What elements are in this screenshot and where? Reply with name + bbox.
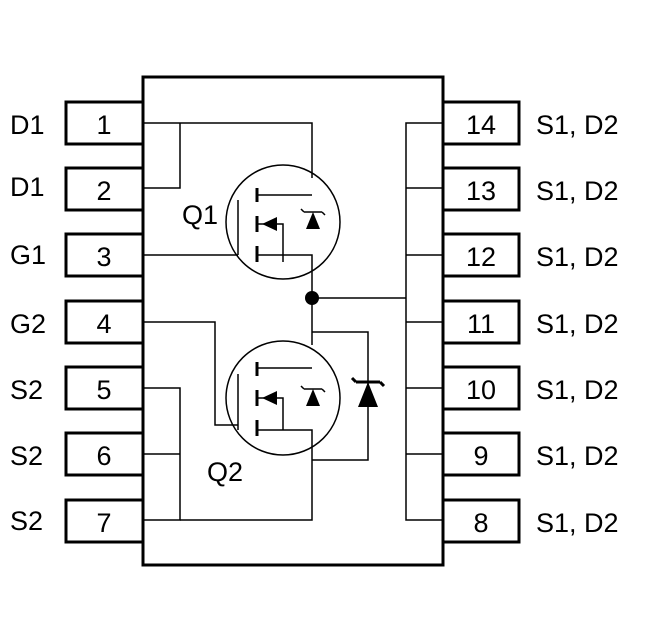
- pin-label: S1, D2: [536, 441, 619, 471]
- left-pin-3: 3 G1: [10, 232, 145, 278]
- q2-label: Q2: [207, 457, 243, 487]
- pin-box: [64, 498, 145, 544]
- right-bus-taps: [406, 187, 443, 455]
- q1-label: Q1: [182, 200, 218, 230]
- left-pin-5: 5 S2: [10, 365, 145, 411]
- pin-label: S2: [10, 506, 43, 536]
- pin-number: 3: [96, 242, 111, 272]
- q2-mosfet: Q2: [207, 340, 341, 487]
- pin-box: [64, 166, 145, 212]
- pin-label: G1: [10, 240, 46, 270]
- pin-number: 14: [466, 110, 496, 140]
- left-pin-1: 1 D1: [10, 100, 145, 146]
- package-body: [141, 75, 445, 567]
- pin-number: 8: [473, 508, 488, 538]
- pin-number: 6: [96, 441, 111, 471]
- right-pin-9: 9 S1, D2: [441, 431, 619, 477]
- right-pin-10: 10 S1, D2: [441, 365, 619, 411]
- q1-body-diode: [306, 212, 320, 229]
- drain1-wire: [143, 122, 313, 178]
- right-pin-8: 8 S1, D2: [441, 498, 619, 544]
- q1-arrow: [262, 217, 277, 231]
- gate2-wire: [143, 321, 238, 426]
- left-pin-4: 4 G2: [10, 299, 145, 345]
- q1-outline: [225, 164, 341, 280]
- drain1-tie-wire: [143, 123, 181, 189]
- q2-body-diode: [306, 389, 320, 406]
- pin-number: 11: [467, 309, 495, 339]
- pin-label: S1, D2: [536, 242, 619, 272]
- pin-label: D1: [10, 172, 45, 202]
- pin-number: 9: [473, 441, 488, 471]
- source2-wire: [180, 475, 313, 521]
- pin-number: 1: [96, 110, 111, 140]
- right-pin-12: 12 S1, D2: [441, 232, 619, 278]
- pin-label: S1, D2: [536, 508, 619, 538]
- pin-number: 7: [96, 508, 111, 538]
- q1-body-diode-bar: [300, 208, 326, 216]
- q2-body-diode-bar: [300, 385, 326, 393]
- right-pin-13: 13 S1, D2: [441, 166, 619, 212]
- left-pin-7: 7 S2: [10, 498, 145, 544]
- pin-label: G2: [10, 309, 46, 339]
- pin-number: 10: [466, 375, 496, 405]
- junction-dot: [305, 291, 319, 305]
- q1-terminals: [257, 194, 313, 262]
- ext-diode-triangle: [358, 382, 378, 407]
- q2-arrow: [262, 391, 277, 405]
- pin-number: 5: [96, 375, 111, 405]
- pin-label: S2: [10, 375, 43, 405]
- left-pin-6: 6 S2: [10, 431, 145, 477]
- pin-label: S1, D2: [536, 375, 619, 405]
- right-pin-11: 11 S1, D2: [441, 299, 619, 345]
- q1-mosfet: Q1: [182, 164, 341, 280]
- ext-diode-bar: [350, 376, 386, 388]
- pin-label: D1: [10, 110, 45, 140]
- pin-box: [441, 498, 521, 544]
- left-pin-2: 2 D1: [10, 166, 145, 212]
- pin-box: [441, 166, 521, 212]
- pin-label: S1, D2: [536, 176, 619, 206]
- pin-label: S2: [10, 441, 43, 471]
- pin-label: S1, D2: [536, 309, 619, 339]
- pin-number: 2: [96, 176, 111, 206]
- pin-number: 13: [466, 176, 496, 206]
- right-pin-14: 14 S1, D2: [441, 100, 619, 146]
- pin-number: 4: [96, 309, 111, 339]
- q2-terminals: [257, 367, 313, 475]
- q2-outline: [225, 340, 341, 456]
- pin-label: S1, D2: [536, 110, 619, 140]
- pin-number: 12: [466, 242, 496, 272]
